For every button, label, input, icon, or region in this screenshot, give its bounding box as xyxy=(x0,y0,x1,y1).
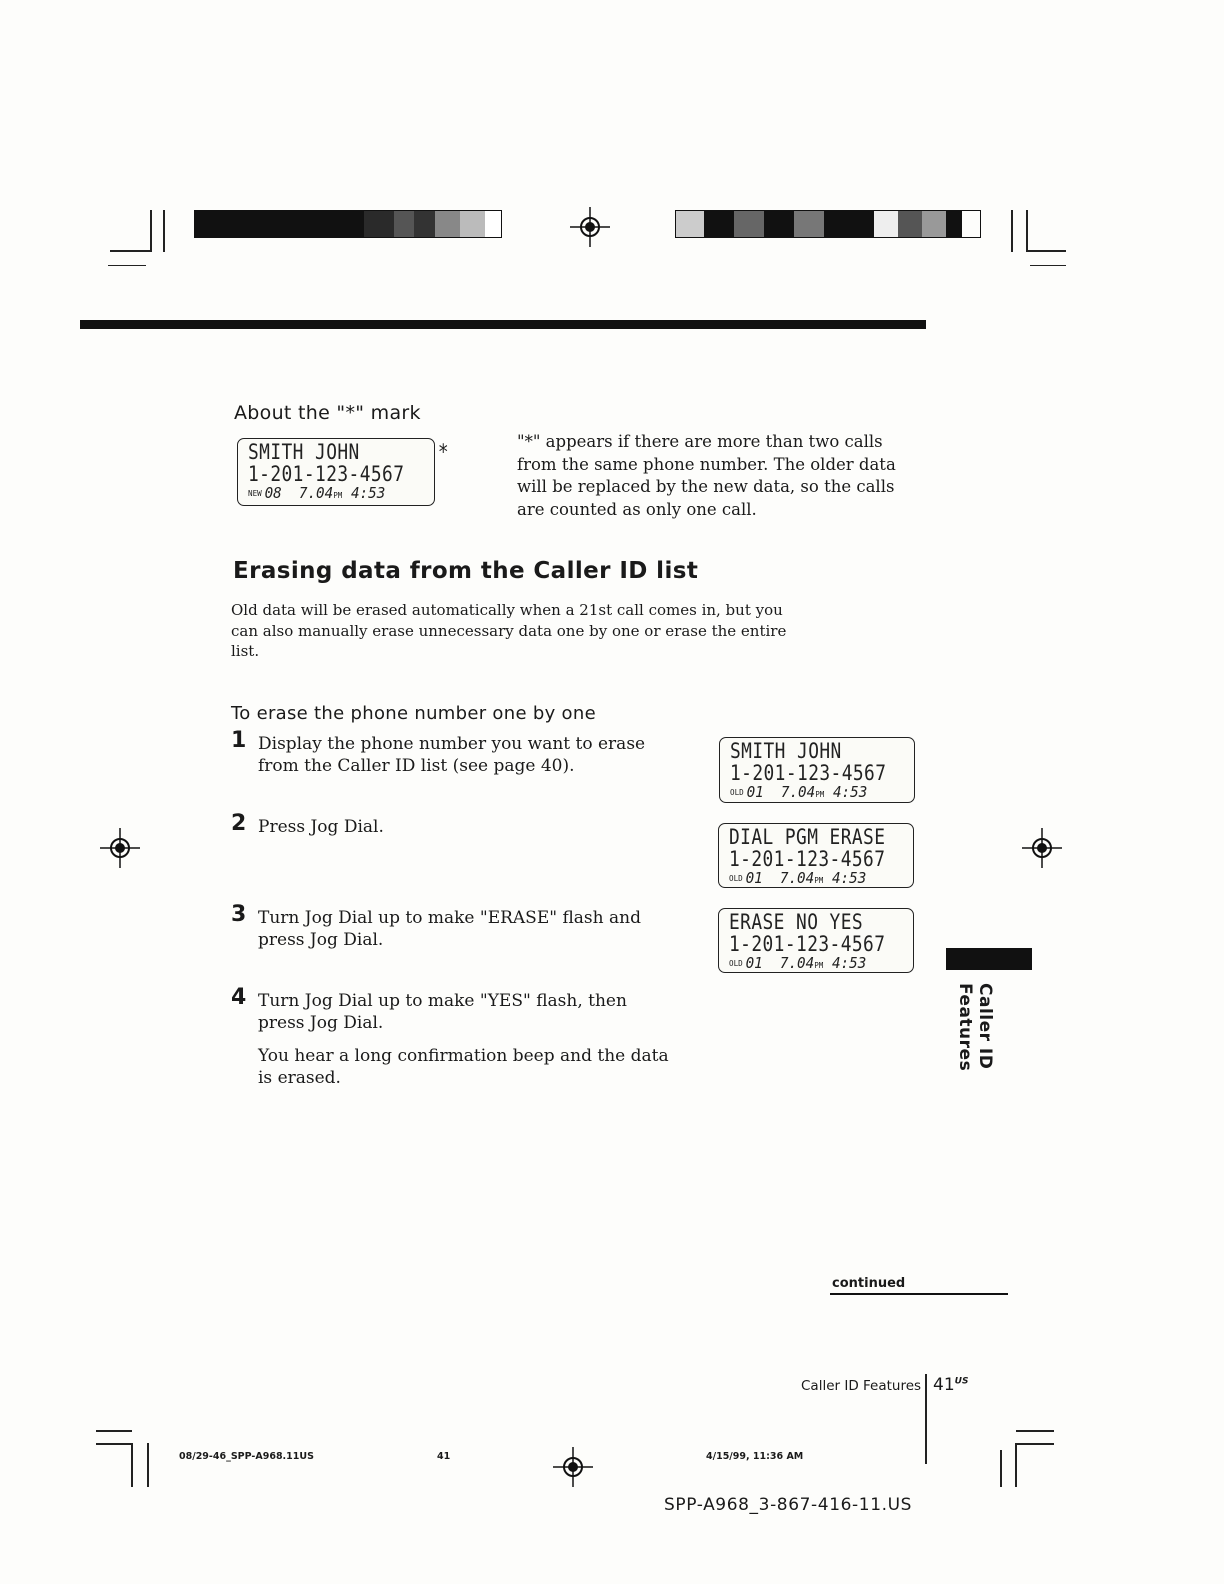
step-number: 1 xyxy=(231,728,247,753)
crop-mark xyxy=(1030,265,1066,266)
about-heading: About the "*" mark xyxy=(234,402,421,424)
crop-mark xyxy=(163,210,165,252)
crop-mark xyxy=(1015,1443,1017,1487)
crop-mark xyxy=(1026,210,1028,252)
step-text: Press Jog Dial. xyxy=(258,817,384,837)
slug-page: 41 xyxy=(437,1451,451,1462)
registration-mark-icon xyxy=(570,207,610,247)
step-text: Turn Jog Dial up to make "YES" flash, th… xyxy=(258,991,627,1033)
lcd-new-tag: NEW xyxy=(248,489,262,498)
footer-divider xyxy=(925,1374,927,1464)
section-title: Erasing data from the Caller ID list xyxy=(233,558,699,584)
crop-mark xyxy=(147,1443,149,1487)
crop-mark xyxy=(150,210,152,252)
crop-mark xyxy=(1016,1443,1054,1445)
crop-mark xyxy=(1016,1430,1054,1432)
document-code: SPP-A968_3-867-416-11.US xyxy=(664,1495,913,1515)
registration-mark-icon xyxy=(100,828,140,868)
registration-mark-icon xyxy=(553,1447,593,1487)
crop-mark xyxy=(1000,1450,1002,1487)
lcd-line-2: 1-201-123-4567 xyxy=(248,462,405,486)
step-number: 3 xyxy=(231,902,247,927)
registration-mark-icon xyxy=(1022,828,1062,868)
continued-rule xyxy=(830,1293,1008,1295)
step-number: 4 xyxy=(231,985,247,1010)
crop-mark xyxy=(131,1443,133,1487)
side-tab-label: Caller ID Features xyxy=(955,983,995,1072)
procedure-heading: To erase the phone number one by one xyxy=(231,703,596,724)
about-text: "*" appears if there are more than two c… xyxy=(517,432,896,519)
crop-mark xyxy=(96,1443,132,1445)
crop-mark xyxy=(96,1430,132,1432)
step-text: Turn Jog Dial up to make "ERASE" flash a… xyxy=(258,908,641,950)
section-intro: Old data will be erased automatically wh… xyxy=(231,601,787,660)
crop-mark xyxy=(1026,250,1066,252)
continued-label: continued xyxy=(832,1276,906,1291)
step-text: Display the phone number you want to era… xyxy=(258,734,646,776)
crop-mark xyxy=(110,250,150,252)
header-rule xyxy=(80,320,926,329)
crop-mark xyxy=(1011,210,1013,252)
page-number: 41US xyxy=(933,1375,969,1395)
slug-date: 4/15/99, 11:36 AM xyxy=(706,1451,804,1462)
density-bar-left xyxy=(194,210,502,238)
crop-mark xyxy=(108,265,146,266)
footer-section-name: Caller ID Features xyxy=(801,1378,922,1394)
lcd-line-1: SMITH JOHN * xyxy=(248,440,450,464)
step-number: 2 xyxy=(231,811,247,836)
density-bar-right xyxy=(675,210,981,238)
slug-file-name: 08/29-46_SPP-A968.11US xyxy=(179,1451,314,1462)
section-side-tab xyxy=(946,948,1032,970)
step-note: You hear a long confirmation beep and th… xyxy=(258,1046,669,1088)
